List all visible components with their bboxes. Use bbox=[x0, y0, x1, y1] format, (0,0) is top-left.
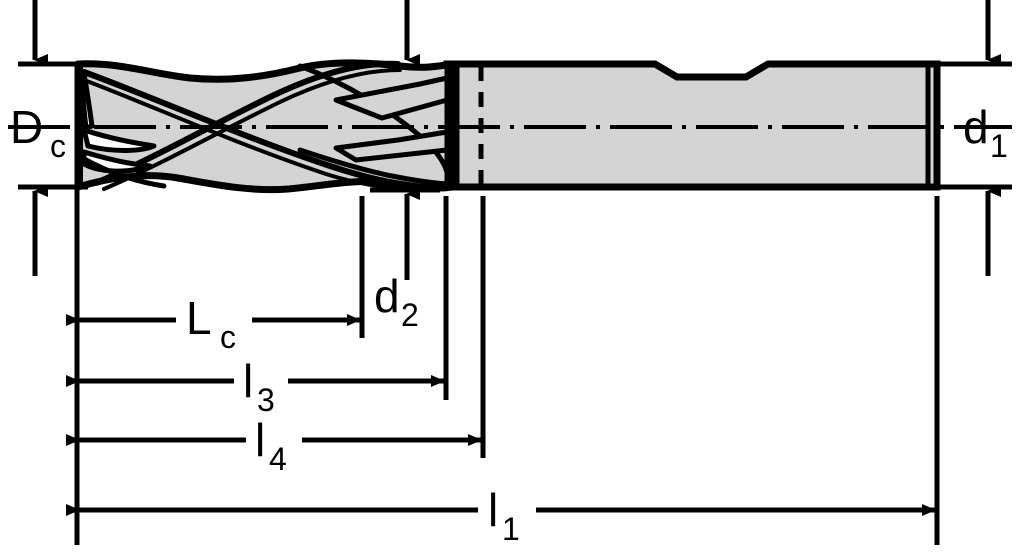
dim-label-Dc: D c bbox=[10, 101, 66, 164]
dim-label-Lc: L c bbox=[186, 292, 236, 355]
end-gash-line bbox=[83, 157, 167, 189]
end-tooth-upper bbox=[79, 71, 95, 131]
dim-label-l1-symbol: l bbox=[488, 484, 498, 536]
dim-label-d1-symbol: d bbox=[963, 101, 989, 153]
dim-label-Dc-subscript: c bbox=[50, 128, 66, 164]
dim-label-Lc-subscript: c bbox=[220, 319, 236, 355]
vertical-dimension-arrows bbox=[32, 0, 1001, 278]
helix-line-2 bbox=[82, 78, 422, 192]
end-mill-tool-body bbox=[74, 59, 941, 194]
shank-profile bbox=[443, 60, 941, 191]
dim-label-l3-subscript: 3 bbox=[257, 382, 275, 418]
dim-label-l4-subscript: 4 bbox=[269, 441, 287, 477]
dim-label-d1-subscript: 1 bbox=[990, 128, 1008, 164]
dim-label-Dc-symbol: D bbox=[10, 101, 43, 153]
dim-label-Lc-symbol: L bbox=[186, 292, 212, 344]
dim-label-l3-symbol: l bbox=[243, 355, 253, 407]
dim-label-l1: l 1 bbox=[488, 484, 520, 547]
dim-label-d2-subscript: 2 bbox=[401, 297, 419, 333]
dim-label-d2-symbol: d bbox=[374, 270, 400, 322]
dim-label-d1: d 1 bbox=[963, 101, 1008, 164]
dim-label-l4: l 4 bbox=[255, 414, 287, 477]
dim-label-l4-symbol: l bbox=[255, 414, 265, 466]
dim-label-l3: l 3 bbox=[243, 355, 275, 418]
flute-relief-edge bbox=[297, 147, 450, 187]
dim-label-l1-subscript: 1 bbox=[502, 511, 520, 547]
helix-line-rear bbox=[297, 63, 450, 175]
dim-label-d2: d 2 bbox=[374, 270, 419, 333]
helix-line-3 bbox=[93, 60, 401, 186]
helix-line-1 bbox=[81, 69, 437, 191]
dimension-labels: D c d 1 d 2 L c l 3 l 4 bbox=[10, 101, 1008, 547]
end-tooth-mid bbox=[81, 127, 157, 153]
horizontal-dimension-lines bbox=[66, 314, 936, 516]
